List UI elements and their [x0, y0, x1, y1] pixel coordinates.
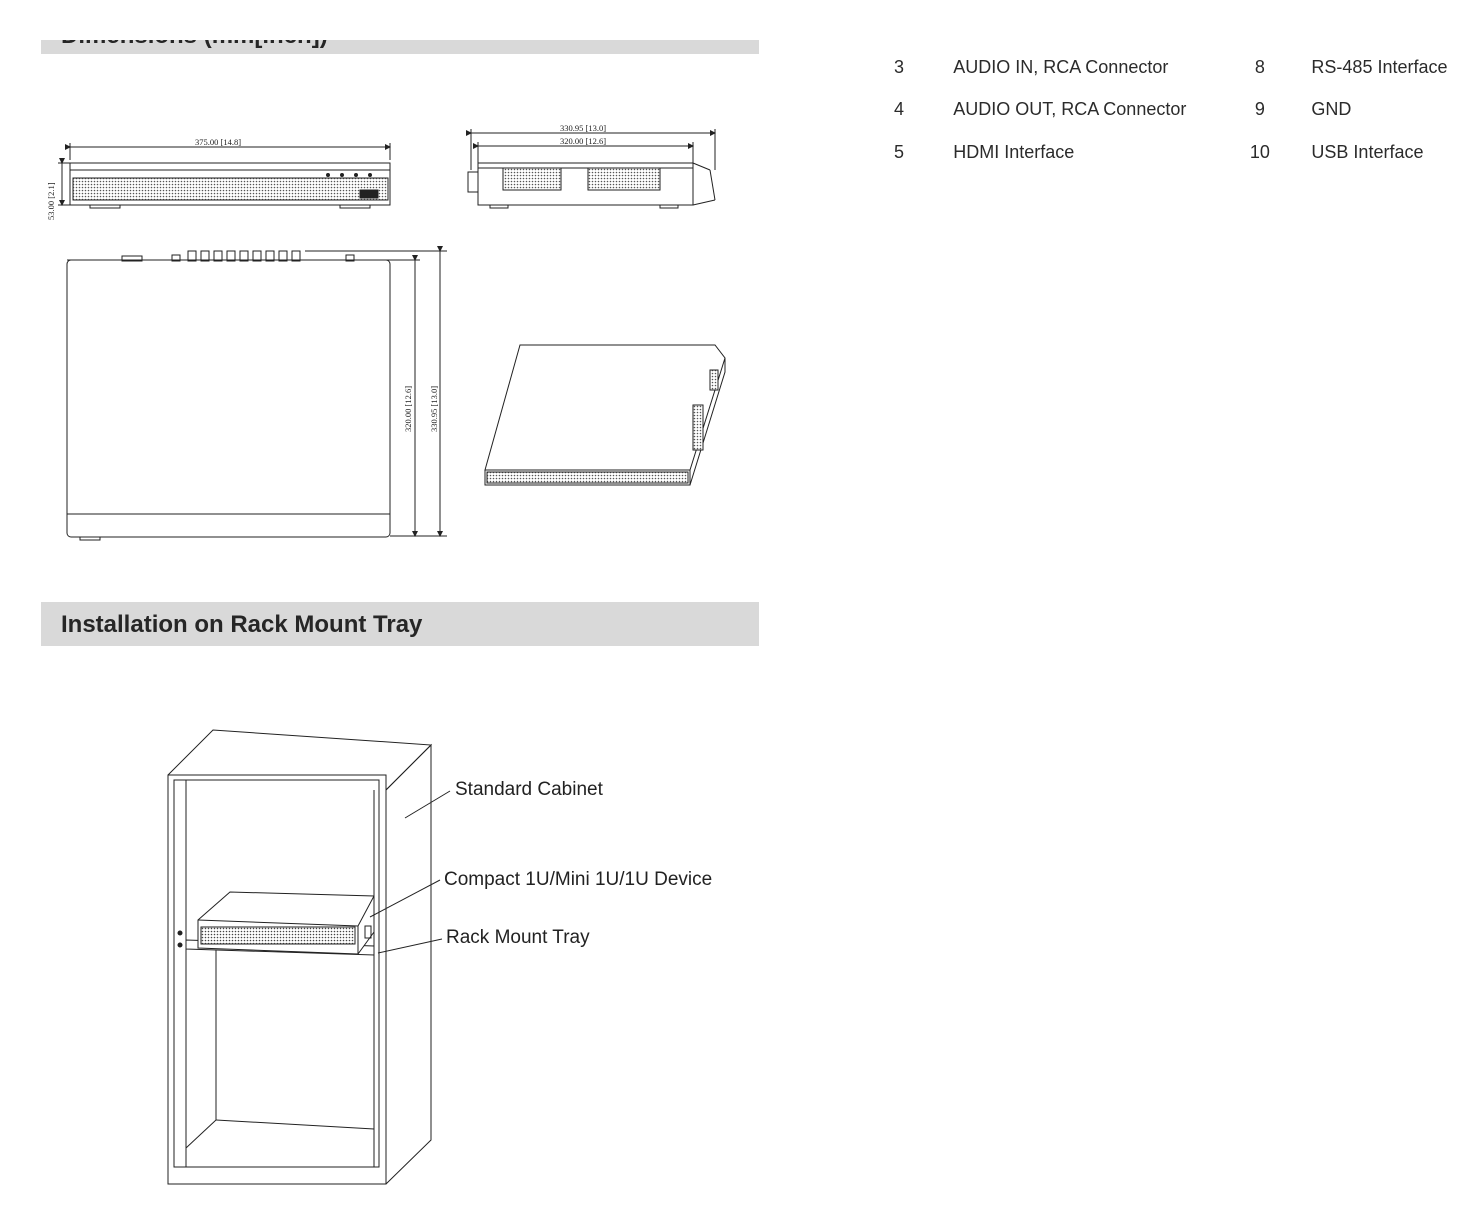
dimensions-section-title: Dimensions (mm[inch]): [61, 40, 328, 50]
port-description: HDMI Interface: [953, 141, 1075, 162]
port-number: 3: [894, 56, 905, 77]
device-label: Compact 1U/Mini 1U/1U Device: [444, 869, 712, 890]
port-description: AUDIO OUT, RCA Connector: [953, 99, 1187, 120]
side-inner-label: 320.00 [12.6]: [560, 136, 606, 146]
isometric-view: [484, 344, 726, 486]
port-number: 8: [1254, 56, 1265, 77]
front-height-label: 53.00 [2.1]: [46, 182, 56, 220]
cabinet-illustration: [167, 729, 451, 1185]
rear-panel-ports-table: 3 AUDIO IN, RCA Connector 8 RS-485 Inter…: [880, 46, 1460, 174]
port-description: RS-485 Interface: [1311, 56, 1448, 77]
port-description: USB Interface: [1311, 141, 1424, 162]
dimension-drawings: 375.00 [14.8] 53.00 [2.1] 330.95 [13.0] …: [46, 123, 726, 541]
table-row: 5 HDMI Interface 10 USB Interface: [880, 131, 1460, 174]
rack-section-title: Installation on Rack Mount Tray: [61, 611, 423, 638]
table-row: 4 AUDIO OUT, RCA Connector 9 GND: [880, 89, 1460, 132]
side-outer-label: 330.95 [13.0]: [560, 123, 606, 133]
table-row: 3 AUDIO IN, RCA Connector 8 RS-485 Inter…: [880, 46, 1460, 89]
port-number: 4: [894, 99, 905, 120]
top-inner-label: 320.00 [12.6]: [403, 386, 413, 432]
rack-mount-tray-label: Rack Mount Tray: [446, 927, 590, 948]
port-description: GND: [1311, 99, 1352, 120]
rack-section-header: Installation on Rack Mount Tray: [41, 602, 759, 646]
dimensions-section-header: Dimensions (mm[inch]): [41, 40, 759, 54]
top-outer-label: 330.95 [13.0]: [429, 386, 439, 432]
standard-cabinet-label: Standard Cabinet: [455, 779, 604, 800]
port-number: 10: [1249, 141, 1270, 162]
port-description: AUDIO IN, RCA Connector: [953, 56, 1169, 77]
port-number: 9: [1254, 99, 1265, 120]
front-view: [58, 143, 391, 209]
port-number: 5: [894, 141, 905, 162]
front-width-label: 375.00 [14.8]: [195, 137, 241, 147]
rack-installation-drawing: Standard Cabinet Compact 1U/Mini 1U/1U D…: [167, 729, 712, 1185]
top-view: [66, 246, 447, 541]
side-view: [466, 129, 716, 209]
